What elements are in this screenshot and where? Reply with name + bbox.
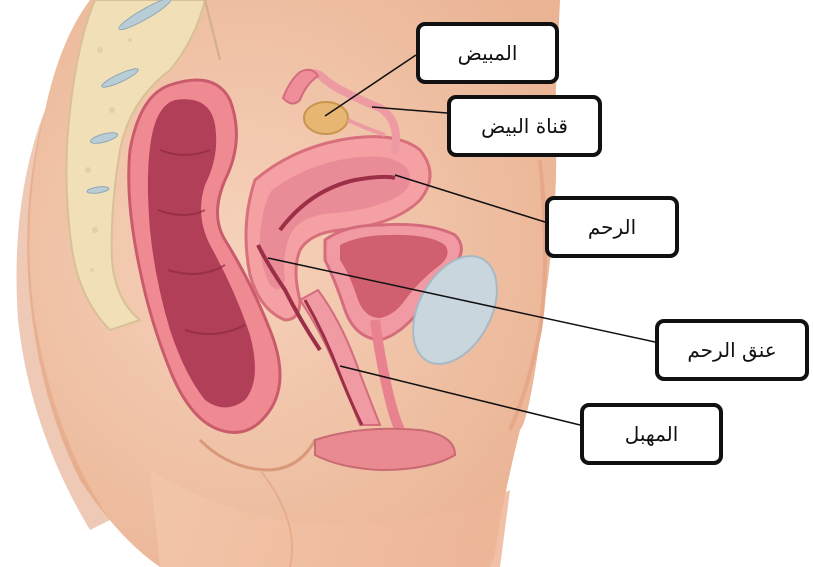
labia bbox=[315, 429, 455, 470]
label-vagina: المهبل bbox=[580, 403, 723, 465]
ovary bbox=[304, 102, 348, 134]
label-fallopian-tube: قناة البيض bbox=[447, 95, 602, 157]
label-uterus: الرحم bbox=[545, 196, 679, 258]
label-cervix: عنق الرحم bbox=[655, 319, 809, 381]
label-ovary: المبيض bbox=[416, 22, 559, 84]
